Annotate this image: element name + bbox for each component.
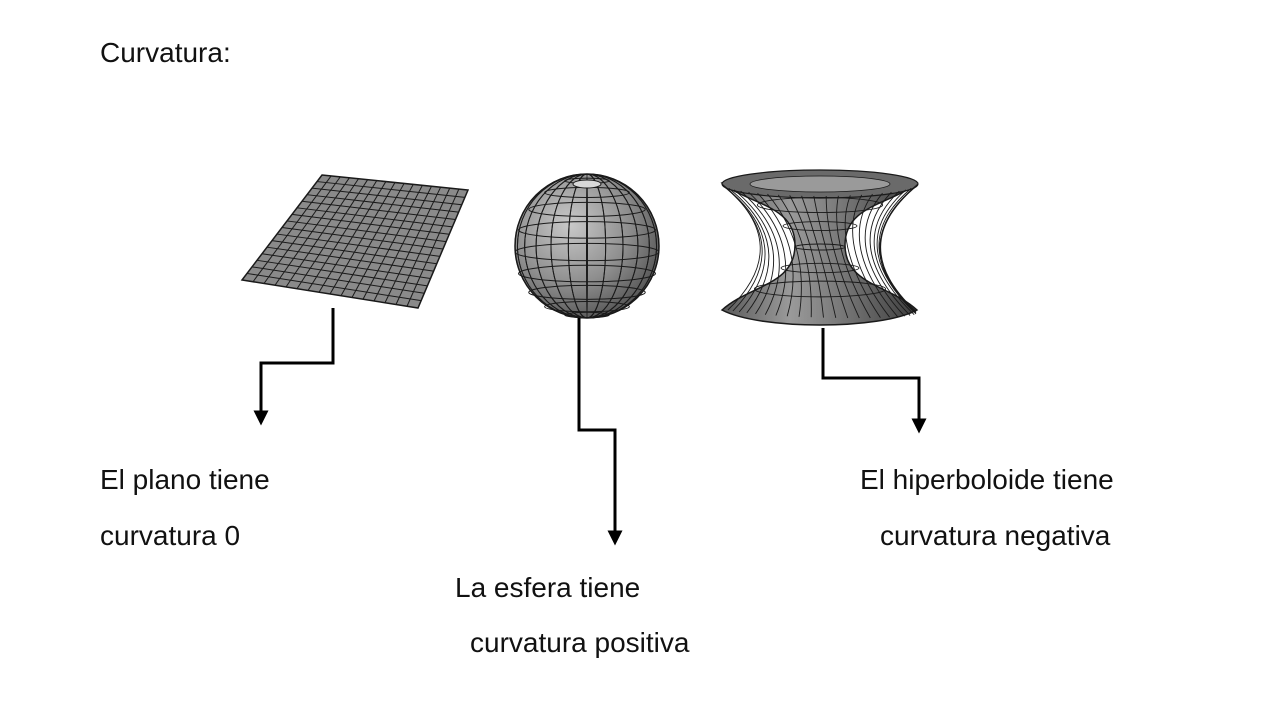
sphere-surface: [514, 173, 660, 319]
hyperboloid-caption-line2: curvatura negativa: [880, 520, 1111, 551]
plane-caption-line2: curvatura 0: [100, 520, 241, 551]
plane-arrow: [253, 308, 335, 426]
hyperboloid-arrow: [821, 328, 927, 434]
plane-surface: [240, 174, 470, 309]
sphere-caption-line2: curvatura positiva: [470, 627, 690, 658]
hyperboloid-surface: [720, 169, 919, 326]
hyperboloid-caption-line1: El hiperboloide tiene: [860, 464, 1114, 495]
sphere-caption-line1: La esfera tiene: [455, 572, 641, 603]
sphere-arrow: [577, 318, 623, 546]
plane-caption-line1: El plano tiene: [100, 464, 270, 495]
slide-title: Curvatura:: [100, 37, 231, 68]
